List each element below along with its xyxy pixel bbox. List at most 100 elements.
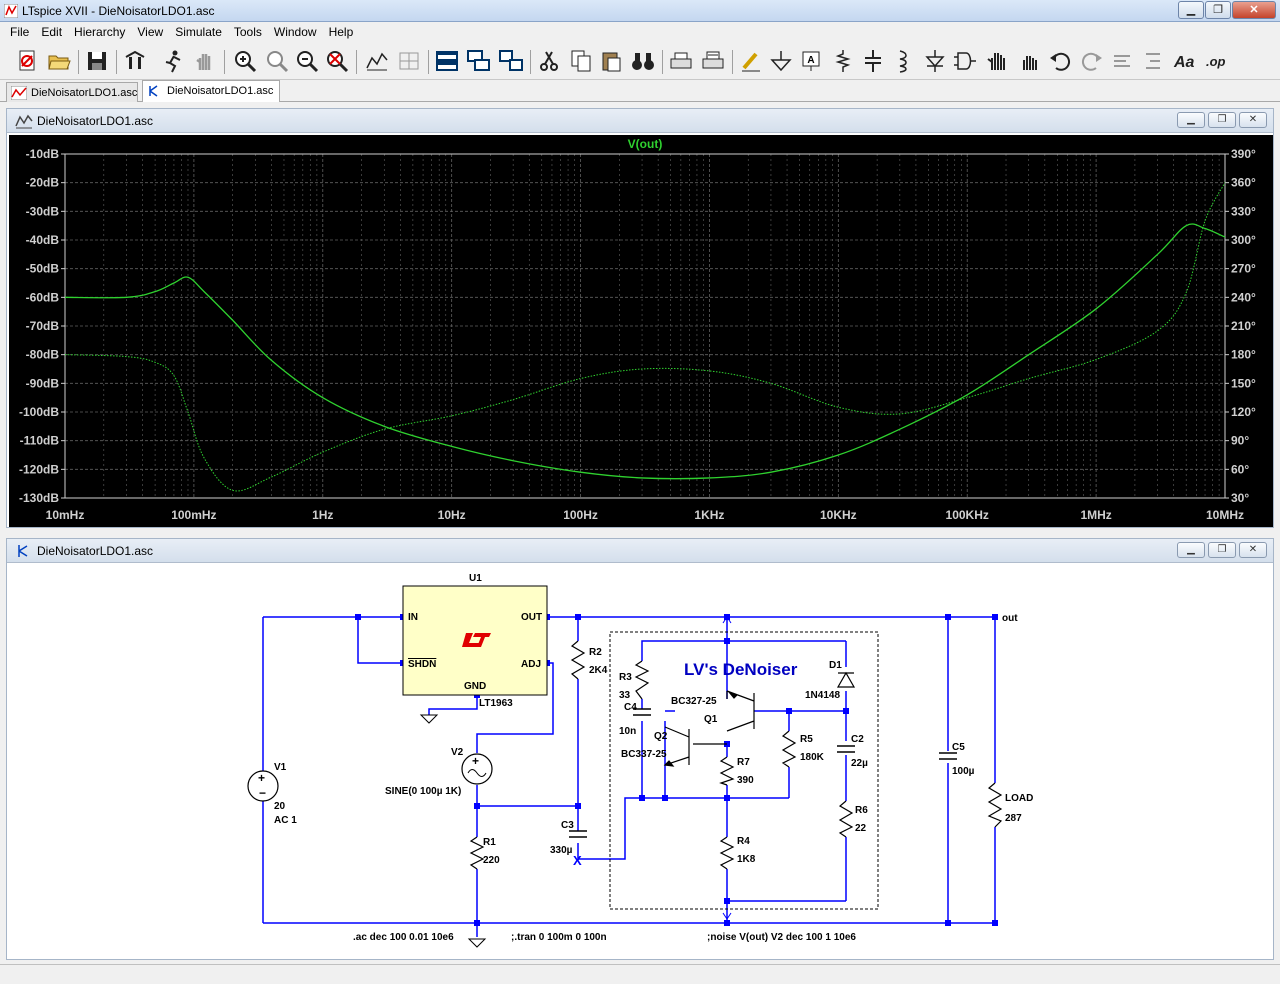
spice-directive-icon[interactable]: .op (1204, 48, 1230, 74)
zoom-in-icon[interactable] (232, 48, 258, 74)
toolbar: A Aa .op (0, 42, 1280, 80)
menu-tools[interactable]: Tools (233, 25, 262, 39)
print-setup-icon[interactable] (668, 48, 694, 74)
c4-value: 10n (619, 726, 636, 737)
redo-icon[interactable] (1078, 48, 1104, 74)
schematic-icon (18, 545, 28, 557)
c4-capacitor[interactable] (633, 708, 651, 716)
c5-capacitor[interactable] (939, 752, 957, 760)
r6-value: 22 (855, 823, 867, 834)
inductor-icon[interactable] (890, 48, 916, 74)
rotate-icon[interactable] (1110, 48, 1136, 74)
text-icon[interactable]: Aa (1172, 48, 1198, 74)
v1-source[interactable]: +− (247, 770, 279, 802)
cascade-icon[interactable] (466, 48, 492, 74)
x-tick-label: 100KHz (946, 508, 989, 522)
plot-minimize-button[interactable]: ▁ (1177, 112, 1205, 128)
u1-name: U1 (469, 573, 482, 584)
paste-icon[interactable] (598, 48, 624, 74)
print-icon[interactable] (700, 48, 726, 74)
v2-value: SINE(0 100µ 1K) (385, 786, 461, 797)
y-tick-label: -40dB (26, 233, 60, 247)
autorange-icon[interactable] (364, 48, 390, 74)
tab-schematic[interactable]: DieNoisatorLDO1.asc (142, 80, 280, 102)
component-icon[interactable] (952, 48, 978, 74)
schematic-icon (149, 85, 158, 97)
ground-icon[interactable] (768, 48, 794, 74)
q1-transistor[interactable] (726, 690, 755, 732)
directive-tran[interactable]: ;.tran 0 100m 0 100n (511, 932, 607, 943)
y-tick-label: -110dB (20, 434, 60, 448)
new-schematic-icon[interactable] (14, 48, 40, 74)
open-folder-icon[interactable] (46, 48, 72, 74)
load-resistor[interactable] (987, 782, 1003, 828)
copy-icon[interactable] (568, 48, 594, 74)
draw-wire-icon[interactable] (738, 48, 764, 74)
tile-horizontal-icon[interactable] (434, 48, 460, 74)
q2-transistor[interactable] (663, 726, 727, 767)
y2-tick-label: 390° (1231, 147, 1256, 161)
close-button[interactable]: ✕ (1232, 1, 1276, 19)
plot-restore-button[interactable]: ❐ (1208, 112, 1236, 128)
r6-resistor[interactable] (838, 800, 854, 838)
cut-icon[interactable] (536, 48, 562, 74)
move-hand-icon[interactable] (984, 48, 1010, 74)
find-binoculars-icon[interactable] (630, 48, 656, 74)
menu-file[interactable]: File (10, 25, 30, 39)
schematic-restore-button[interactable]: ❐ (1208, 542, 1236, 558)
r7-resistor[interactable] (719, 756, 735, 786)
menu-simulate[interactable]: Simulate (175, 25, 222, 39)
waveform-grid-icon[interactable] (396, 48, 422, 74)
x-tick-label: 10Hz (438, 508, 466, 522)
menu-hierarchy[interactable]: Hierarchy (74, 25, 126, 39)
y-tick-label: -30dB (26, 204, 60, 218)
control-panel-icon[interactable] (122, 48, 148, 74)
menu-window[interactable]: Window (273, 25, 317, 39)
menu-edit[interactable]: Edit (41, 25, 63, 39)
plot-window-title: DieNoisatorLDO1.asc (37, 114, 154, 128)
menu-help[interactable]: Help (328, 25, 354, 39)
schematic-close-button[interactable]: ✕ (1239, 542, 1267, 558)
schematic-window-title: DieNoisatorLDO1.asc (37, 544, 154, 558)
load-name: LOAD (1005, 793, 1033, 804)
plot-frame (64, 153, 1226, 499)
pan-icon[interactable] (264, 48, 290, 74)
r2-resistor[interactable] (570, 640, 586, 680)
mirror-icon[interactable] (1140, 48, 1166, 74)
run-icon[interactable] (160, 48, 186, 74)
y-tick-label: -70dB (26, 319, 60, 333)
c2-capacitor[interactable] (837, 745, 855, 753)
r1-resistor[interactable] (469, 836, 485, 870)
c3-value: 330µ (550, 845, 573, 856)
directive-ac[interactable]: .ac dec 100 0.01 10e6 (353, 932, 454, 943)
label-net-icon[interactable]: A (798, 48, 824, 74)
r7-name: R7 (737, 757, 750, 768)
save-icon[interactable] (84, 48, 110, 74)
resistor-icon[interactable] (830, 48, 856, 74)
directive-noise[interactable]: ;noise V(out) V2 dec 100 1 10e6 (707, 932, 856, 943)
schematic-minimize-button[interactable]: ▁ (1177, 542, 1205, 558)
d1-diode[interactable] (836, 671, 856, 688)
tab-waveform[interactable]: DieNoisatorLDO1.asc (6, 82, 138, 102)
zoom-fit-icon[interactable] (324, 48, 350, 74)
drag-hand-icon[interactable] (1016, 48, 1042, 74)
diode-icon[interactable] (922, 48, 948, 74)
menu-view[interactable]: View (137, 25, 164, 39)
v2-source[interactable]: + (461, 753, 493, 785)
schematic-canvas[interactable]: U1 IN OUT SHDN ADJ GND LT1963 +− V1 20 A… (9, 565, 1273, 959)
plot-close-button[interactable]: ✕ (1239, 112, 1267, 128)
c3-capacitor[interactable] (569, 830, 587, 838)
u1-ic-body[interactable] (402, 585, 548, 696)
capacitor-icon[interactable] (860, 48, 886, 74)
zoom-out-icon[interactable] (294, 48, 320, 74)
r5-resistor[interactable] (781, 730, 797, 768)
restore-button[interactable]: ❐ (1205, 1, 1231, 19)
undo-icon[interactable] (1048, 48, 1074, 74)
r3-resistor[interactable] (634, 660, 650, 700)
minimize-button[interactable]: ▁ (1178, 1, 1204, 19)
waveform-icon (15, 114, 33, 129)
r4-resistor[interactable] (719, 836, 735, 870)
halt-hand-icon[interactable] (192, 48, 218, 74)
tile-vertical-icon[interactable] (498, 48, 524, 74)
